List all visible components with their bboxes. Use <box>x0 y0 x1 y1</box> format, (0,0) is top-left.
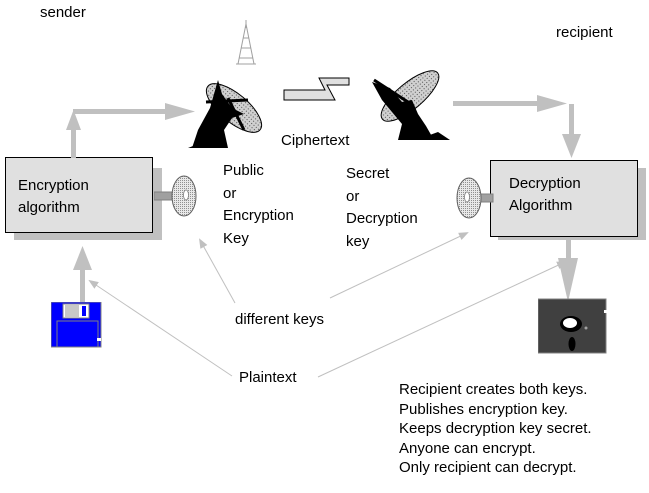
public-key-line: Public <box>223 162 264 179</box>
flow-arrow-floppy-to-encrypt <box>73 246 92 303</box>
encryption-box-line1: Encryption <box>18 177 89 194</box>
lightning-bolt-icon <box>283 77 350 101</box>
radio-tower-icon <box>236 20 256 65</box>
pointer-plaintext-to-floppy <box>88 279 233 377</box>
pointer-different-keys-to-secret-key <box>329 232 469 299</box>
different-keys-label: different keys <box>235 311 324 328</box>
public-key-line: Key <box>223 229 249 247</box>
encryption-box-line2: algorithm <box>18 199 80 216</box>
pointer-different-keys-to-public-key <box>199 238 236 304</box>
sender-label: sender <box>40 4 86 21</box>
hard-disk-icon <box>538 298 608 354</box>
decryption-box-line2: Algorithm <box>509 197 573 214</box>
plaintext-label: Plaintext <box>239 369 297 386</box>
secret-key-line: or <box>346 187 360 205</box>
satellite-dish-right-icon <box>372 70 450 140</box>
note-item: Publishes encryption key. <box>399 400 568 418</box>
flow-arrow-dish-to-decrypt <box>453 95 581 158</box>
public-key-label: Public or Encryption Key <box>223 160 294 250</box>
note-item: Recipient creates both keys. <box>399 381 588 398</box>
flow-arrow-encrypt-to-dish <box>66 103 195 158</box>
floppy-disk-icon <box>51 302 102 348</box>
note-item: Anyone can encrypt. <box>399 439 536 457</box>
public-key-line: Encryption <box>223 207 294 224</box>
note-item: Only recipient can decrypt. <box>399 459 577 476</box>
decryption-algorithm-box: Decryption Algorithm <box>490 160 638 237</box>
ciphertext-label: Ciphertext <box>281 132 350 149</box>
secret-key-label: Secret or Decryption key <box>346 163 418 253</box>
secret-key-line: Secret <box>346 165 390 182</box>
public-key-line: or <box>223 184 237 202</box>
secret-key-line: Decryption <box>346 210 418 227</box>
encryption-algorithm-box: Encryption algorithm <box>5 157 153 233</box>
note-item: Keeps decryption key secret. <box>399 420 592 437</box>
key-right-icon <box>456 177 494 219</box>
satellite-dish-left-icon <box>188 80 263 148</box>
decryption-box-line1: Decryption <box>509 175 581 192</box>
recipient-label: recipient <box>556 24 613 41</box>
secret-key-line: key <box>346 232 370 250</box>
notes-list: Recipient creates both keys. Publishes e… <box>399 380 592 478</box>
pointer-plaintext-to-disk <box>317 261 567 378</box>
key-left-icon <box>154 175 197 217</box>
